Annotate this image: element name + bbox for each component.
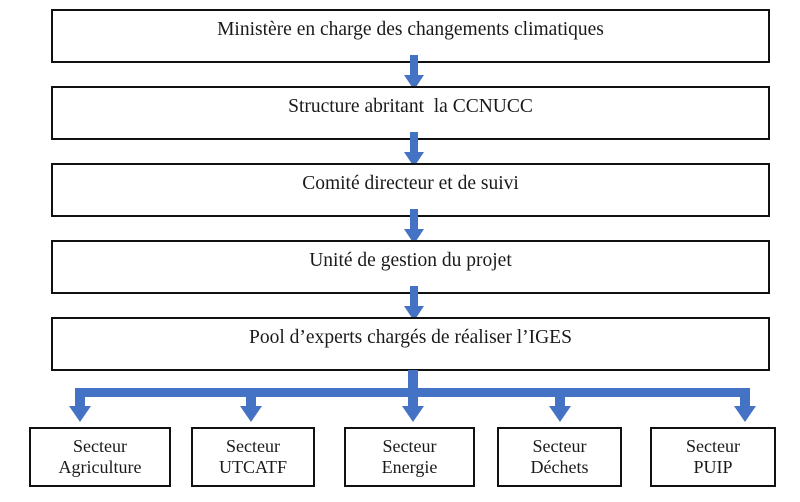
flow-node-label: Structure abritant la CCNUCC [288,95,533,117]
arrow-down-1 [403,55,425,91]
sector-node-label: Secteur PUIP [686,435,740,477]
flow-node-comite[interactable]: Comité directeur et de suivi [51,163,770,217]
sector-node-energie[interactable]: Secteur Energie [344,427,475,487]
arrow-down-4 [403,286,425,322]
arrow-down-2 [403,132,425,168]
sector-node-utcatf[interactable]: Secteur UTCATF [191,427,315,487]
flow-node-pool[interactable]: Pool d’experts chargés de réaliser l’IGE… [51,317,770,371]
flow-node-label: Pool d’experts chargés de réaliser l’IGE… [249,326,572,348]
sector-node-label: Secteur Agriculture [58,435,142,477]
sector-node-label: Secteur Energie [381,435,438,477]
sector-node-puip[interactable]: Secteur PUIP [650,427,776,487]
arrow-down-3 [403,209,425,245]
sector-node-label: Secteur UTCATF [218,435,287,477]
flow-node-ministere[interactable]: Ministère en charge des changements clim… [51,9,770,63]
flow-node-structure[interactable]: Structure abritant la CCNUCC [51,86,770,140]
flow-node-label: Unité de gestion du projet [309,249,512,271]
flow-node-label: Comité directeur et de suivi [302,172,519,194]
sector-node-label: Secteur Déchets [530,435,589,477]
sector-node-dechets[interactable]: Secteur Déchets [497,427,622,487]
flow-node-label: Ministère en charge des changements clim… [217,18,604,40]
sector-node-agriculture[interactable]: Secteur Agriculture [29,427,171,487]
